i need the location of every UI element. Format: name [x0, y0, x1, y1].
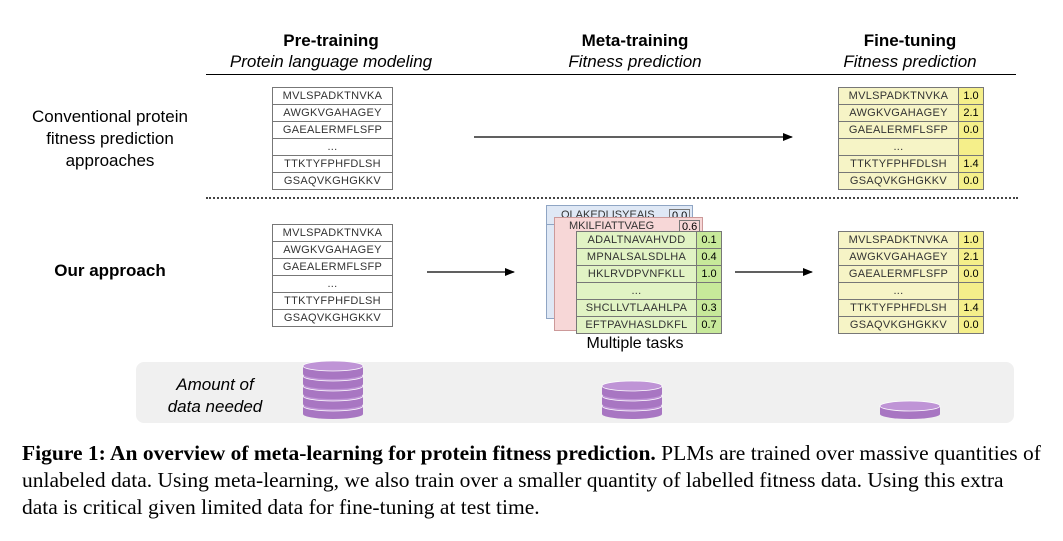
table-row: GSAQVKGHGKKV — [272, 309, 393, 327]
pretrain-table-conventional: MVLSPADKTNVKA AWGKVGAHAGEY GAEALERMFLSFP… — [272, 87, 393, 190]
sequence-cell: TTKTYFPHFDLSH — [838, 299, 959, 317]
sequence-cell: GSAQVKGHGKKV — [838, 172, 959, 190]
sequence-cell: MVLSPADKTNVKA — [838, 87, 959, 105]
sequence-cell: AWGKVGAHAGEY — [838, 248, 959, 266]
fitness-value-cell: 0.1 — [696, 231, 722, 249]
task-seq: MKILFIATTVAEG — [569, 220, 655, 232]
column-header-metatraining: Meta-training Fitness prediction — [520, 30, 750, 72]
column-title: Pre-training — [283, 31, 379, 50]
row-label-conventional: Conventional protein fitness prediction … — [32, 107, 188, 170]
table-row: GSAQVKGHGKKV — [272, 172, 393, 190]
sequence-cell: AWGKVGAHAGEY — [272, 241, 393, 259]
figure-caption: Figure 1: An overview of meta-learning f… — [22, 440, 1042, 521]
fitness-value-cell: 0.0 — [958, 172, 984, 190]
sequence-cell: SHCLLVTLAAHLPA — [576, 299, 697, 317]
database-disk-top — [601, 380, 663, 392]
sequence-cell: TTKTYFPHFDLSH — [272, 292, 393, 310]
sequence-cell: GSAQVKGHGKKV — [272, 172, 393, 190]
row-separator — [206, 197, 1018, 199]
fitness-value-cell: 0.7 — [696, 316, 722, 334]
data-amount-label-line2: data needed — [167, 397, 263, 416]
fitness-value-cell: 1.0 — [958, 231, 984, 249]
fitness-value-cell: 1.0 — [696, 265, 722, 283]
sequence-cell: TTKTYFPHFDLSH — [272, 155, 393, 173]
multiple-tasks-label: Multiple tasks — [586, 335, 684, 352]
sequence-cell: ... — [838, 138, 959, 156]
header-rule — [206, 74, 1016, 75]
caption-title: Figure 1: An overview of meta-learning f… — [22, 441, 656, 465]
table-row: AWGKVGAHAGEY — [272, 241, 393, 259]
sequence-cell: MVLSPADKTNVKA — [272, 224, 393, 242]
table-row: TTKTYFPHFDLSH — [272, 155, 393, 173]
column-subtitle: Fitness prediction — [843, 52, 977, 71]
sequence-cell: MVLSPADKTNVKA — [838, 231, 959, 249]
sequence-cell: GAEALERMFLSFP — [838, 121, 959, 139]
data-amount-band — [136, 362, 1014, 423]
table-row: MVLSPADKTNVKA — [272, 224, 393, 242]
fitness-value-cell — [958, 138, 984, 156]
fitness-value-cell: 0.0 — [958, 316, 984, 334]
table-row: MVLSPADKTNVKA — [272, 87, 393, 105]
database-icon — [302, 360, 364, 419]
database-disk-top — [302, 360, 364, 372]
table-row: ... — [838, 138, 984, 156]
fitness-value-cell: 0.3 — [696, 299, 722, 317]
column-header-finetuning: Fine-tuning Fitness prediction — [800, 30, 1020, 72]
column-subtitle: Protein language modeling — [229, 52, 433, 71]
database-disk-top — [879, 400, 941, 412]
sequence-cell: MPNALSALSDLHA — [576, 248, 697, 266]
sequence-cell: MVLSPADKTNVKA — [272, 87, 393, 105]
data-amount-label-line1: Amount of — [176, 375, 254, 394]
fitness-value-cell: 0.0 — [958, 265, 984, 283]
column-title: Meta-training — [581, 31, 689, 50]
sequence-cell: ADALTNAVAHVDD — [576, 231, 697, 249]
column-header-pretraining: Pre-training Protein language modeling — [206, 30, 456, 72]
fitness-value-cell: 2.1 — [958, 104, 984, 122]
sequence-cell: ... — [838, 282, 959, 300]
fitness-value-cell: 1.4 — [958, 299, 984, 317]
sequence-cell: GSAQVKGHGKKV — [838, 316, 959, 334]
task-stack: QLAKEDLISYEAIS 0.0 MKILFIATTVAEG 0.6 ADA… — [546, 205, 726, 335]
database-icon — [601, 380, 663, 419]
sequence-cell: AWGKVGAHAGEY — [838, 104, 959, 122]
database-icon — [879, 400, 941, 419]
table-row: ... — [838, 282, 984, 300]
pretrain-table-ours: MVLSPADKTNVKA AWGKVGAHAGEY GAEALERMFLSFP… — [272, 224, 393, 327]
sequence-cell: GAEALERMFLSFP — [838, 265, 959, 283]
fitness-value-cell: 1.0 — [958, 87, 984, 105]
fitness-value-cell — [696, 282, 722, 300]
column-subtitle: Fitness prediction — [568, 52, 702, 71]
sequence-cell: GSAQVKGHGKKV — [272, 309, 393, 327]
fitness-value-cell: 0.4 — [696, 248, 722, 266]
caption-text: PLMs are trained over massive quantities… — [22, 441, 1041, 519]
fitness-value-cell: 1.4 — [958, 155, 984, 173]
column-title: Fine-tuning — [863, 31, 957, 50]
data-amount-label: Amount of data needed — [150, 374, 280, 418]
row-label-ours: Our approach — [54, 261, 166, 280]
table-row: TTKTYFPHFDLSH — [272, 292, 393, 310]
